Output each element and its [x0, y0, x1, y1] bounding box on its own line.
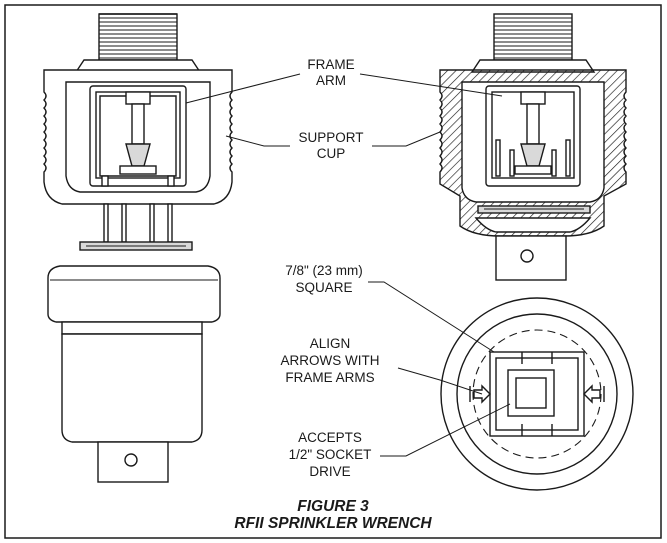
callout-frame-arm: FRAME ARM: [307, 57, 354, 88]
label-align-2: ARROWS WITH: [281, 353, 380, 368]
label-square-2: SQUARE: [295, 280, 352, 295]
callout-align-arrows: ALIGN ARROWS WITH FRAME ARMS: [281, 336, 380, 385]
label-frame-arm-2: ARM: [316, 73, 346, 88]
label-frame-arm-1: FRAME: [307, 57, 354, 72]
callout-support-cup: SUPPORT CUP: [298, 130, 363, 161]
figure-border: [4, 4, 662, 539]
sprinkler-thread: [98, 13, 178, 61]
caption-title: RFII SPRINKLER WRENCH: [234, 515, 432, 532]
callout-square: 7/8" (23 mm) SQUARE: [285, 263, 363, 295]
wrench-dashed-ring: [472, 329, 602, 459]
label-align-3: FRAME ARMS: [285, 370, 374, 385]
label-accepts-1: ACCEPTS: [298, 430, 362, 445]
socket-drive-square: [507, 369, 555, 417]
wrench-top-view: [440, 297, 634, 491]
label-support-cup-2: CUP: [317, 146, 346, 161]
caption-figure-number: FIGURE 3: [297, 498, 369, 515]
figure-caption: FIGURE 3 RFII SPRINKLER WRENCH: [234, 498, 432, 532]
label-support-cup-1: SUPPORT: [298, 130, 363, 145]
wrench-side-view: [47, 265, 221, 483]
sprinkler-section-view: [439, 13, 627, 281]
leader-lines: [185, 73, 511, 457]
label-accepts-3: DRIVE: [309, 464, 350, 479]
label-align-1: ALIGN: [310, 336, 351, 351]
callout-socket-drive: ACCEPTS 1/2" SOCKET DRIVE: [289, 430, 372, 479]
sprinkler-exterior-view: [43, 13, 233, 251]
label-square-1: 7/8" (23 mm): [285, 263, 363, 278]
label-accepts-2: 1/2" SOCKET: [289, 447, 372, 462]
arrow-left-icon: [583, 384, 605, 404]
